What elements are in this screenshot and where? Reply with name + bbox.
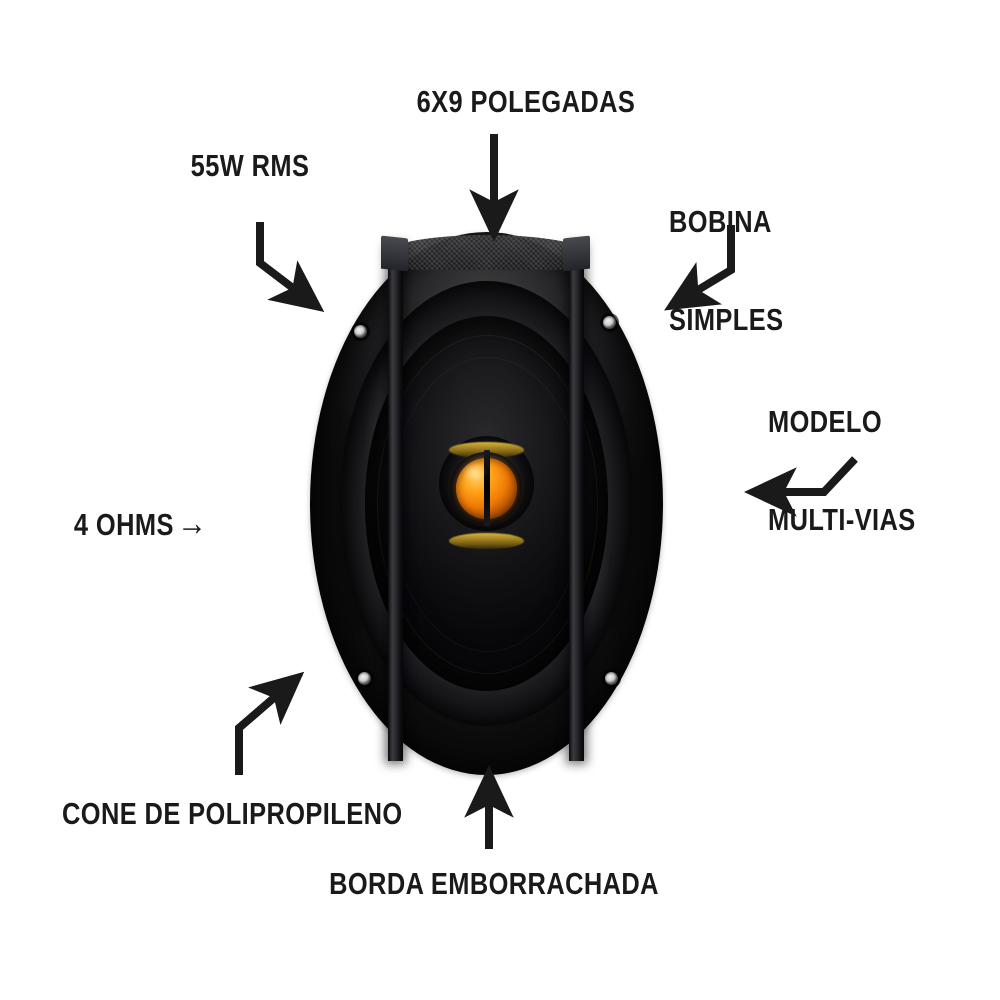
callout-label-voice-coil-line1: BOBINA [669,203,772,239]
tweeter-arc-bottom [449,532,524,550]
tweeter-phase-plug [484,450,490,527]
callout-label-cone: CONE DE POLIPROPILENO [62,796,403,831]
mounting-hole-top-right [603,316,616,329]
callout-label-model-line1: MODELO [768,403,883,439]
callout-label-model-line2: MULTI-VIAS [768,502,916,538]
speaker-product-image [310,232,663,775]
callout-label-model: MODELO MULTI-VIAS [768,340,916,603]
callout-label-size: 6X9 POLEGADAS [416,84,636,119]
callout-label-impedance-text: 4 OHMS [73,506,174,542]
callout-label-power: 55W RMS [190,148,310,183]
mounting-hole-bottom-left [358,672,371,685]
callout-label-voice-coil-line2: SIMPLES [669,302,784,338]
tweeter-arc-top [449,441,524,458]
arrow-power [256,222,325,312]
callout-label-voice-coil: BOBINA SIMPLES [669,140,783,403]
cone-ring-outer [377,335,598,674]
bridge-bar-left-cap [381,236,409,272]
callout-label-impedance: 4 OHMS→ [44,471,207,575]
bridge-bar-right-cap [563,236,591,272]
mounting-hole-bottom-right [605,672,618,685]
arrow-right-icon: → [177,501,208,543]
mounting-hole-top-left [354,325,367,338]
callout-label-surround: BORDA EMBORRACHADA [329,866,659,901]
mesh-strip [387,234,586,270]
bridge-bar-right [569,245,584,762]
arrow-cone [235,671,305,775]
tweeter-gloss [461,462,487,482]
bridge-bar-left [388,245,403,762]
